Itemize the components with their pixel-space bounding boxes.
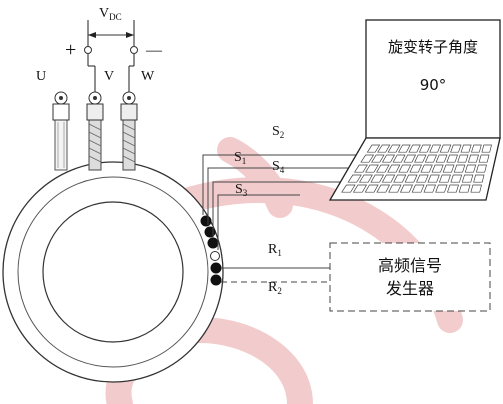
keyboard-key [439,144,452,153]
s2-label: S2 [272,124,284,140]
keyboard-key [408,144,421,153]
keyboard-key [478,154,490,163]
w-cable [120,91,138,171]
keyboard-key [341,184,356,193]
signal-wires [202,154,360,250]
keyboard-key [424,154,438,163]
motor-stator [2,161,224,383]
keyboard-key [446,154,458,163]
resolver-coils [200,215,222,286]
keyboard-key [381,174,396,183]
laptop-title: 旋变转子角度 [388,38,478,56]
keyboard-key [376,164,390,173]
keyboard-key [358,174,373,183]
keyboard-key [414,154,427,163]
keyboard-key [366,144,381,153]
keyboard-key [377,144,391,153]
laptop-keyboard [341,144,492,193]
dc-supply-wiring [84,20,138,92]
keyboard-key [365,164,379,173]
keyboard-key [473,174,485,183]
phase-v-label: V [104,69,114,84]
keyboard-key [388,184,402,193]
keyboard-key [418,144,432,153]
keyboard-key [450,174,463,183]
keyboard-key [447,184,459,193]
keyboard-key [352,184,368,193]
laptop-screen [365,19,501,139]
negative-terminal [130,46,138,54]
positive-terminal [84,46,92,54]
keyboard-key [347,174,362,183]
keyboard-key [429,144,442,153]
keyboard-key [387,164,401,173]
keyboard-key [393,174,407,183]
keyboard-key [398,164,412,173]
v-cable [86,91,104,171]
r1-label: R1 [268,242,282,258]
r2-label: R2 [268,280,282,296]
laptop [328,19,501,201]
keyboard-key [398,144,411,153]
keyboard-key [403,154,417,163]
keyboard-key [376,184,391,193]
laptop-angle: 90° [420,76,447,94]
keyboard-key [353,164,368,173]
keyboard-key [381,154,396,163]
generator-line1: 高频信号 [378,256,442,275]
keyboard-key [464,164,477,173]
keyboard-key [457,154,469,163]
minus-sign: — [145,42,163,59]
excitation-wires [221,267,330,283]
vdc-label: VDC [99,6,122,22]
keyboard-key [404,174,418,183]
phase-w-label: W [141,69,155,84]
keyboard-key [458,184,471,193]
keyboard-key [467,154,479,163]
keyboard-key [435,184,448,193]
keyboard-key [427,174,440,183]
signal-generator-box [329,242,491,312]
keyboard-key [471,144,482,153]
generator-line2: 发生器 [386,279,434,298]
keyboard-key [431,164,444,173]
keyboard-key [481,144,492,153]
keyboard-key [450,144,462,153]
s4-label: S4 [272,159,285,175]
keyboard-key [420,164,433,173]
keyboard-key [409,164,423,173]
keyboard-key [475,164,487,173]
keyboard-key [460,144,472,153]
keyboard-key [360,154,375,163]
keyboard-key [364,184,379,193]
keyboard-key [442,164,455,173]
keyboard-key [392,154,406,163]
keyboard-key [438,174,451,183]
keyboard-key [371,154,385,163]
keyboard-key [453,164,466,173]
keyboard-key [423,184,437,193]
plus-sign: + [65,39,76,61]
keyboard-key [387,144,401,153]
phase-u-label: U [36,69,46,84]
keyboard-key [470,184,482,193]
keyboard-key [411,184,425,193]
u-cable [52,91,70,171]
keyboard-key [461,174,474,183]
keyboard-key [399,184,414,193]
keyboard-key [435,154,448,163]
keyboard-key [416,174,429,183]
keyboard-key [370,174,385,183]
s1-label: S1 [234,150,246,166]
s3-label: S3 [235,182,248,198]
